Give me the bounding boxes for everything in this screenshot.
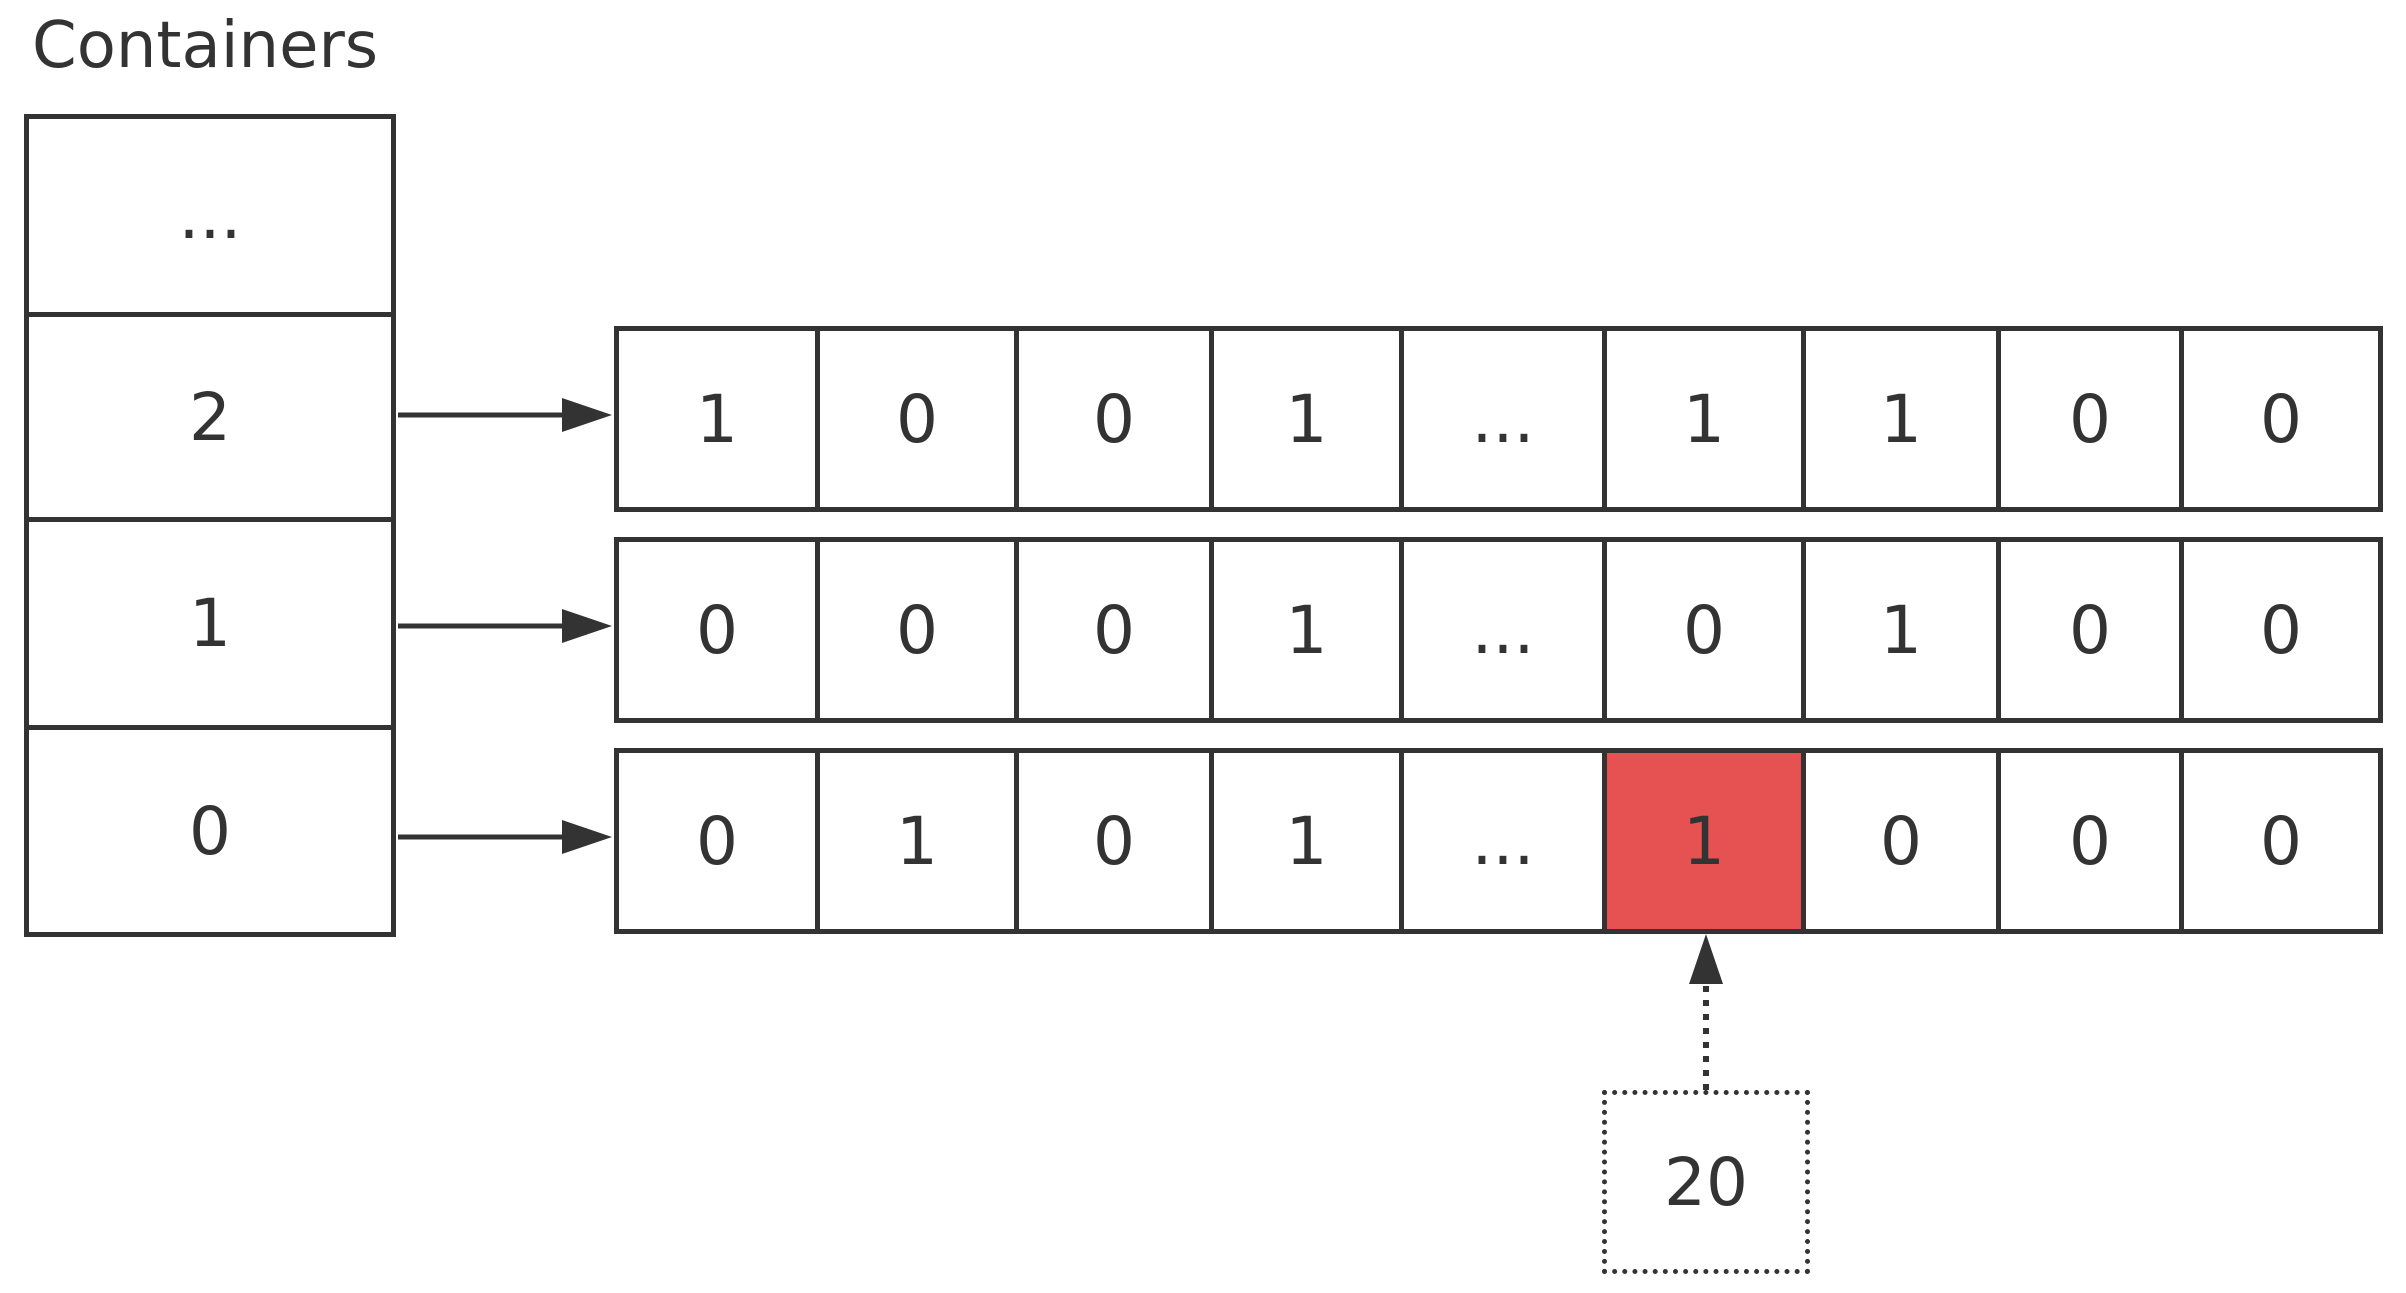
bit-cell: 0 [1996, 537, 2184, 723]
container-2-arrow [398, 398, 612, 432]
bit-cell: 1 [1801, 326, 2001, 512]
container-1-arrow [398, 609, 612, 643]
containers-stack: ... 2 1 0 [24, 114, 396, 937]
bit-cell: 0 [1014, 537, 1214, 723]
bit-cell: 1 [614, 326, 820, 512]
bit-cell: 1 [815, 748, 1019, 934]
container-cell-1: 1 [24, 517, 396, 730]
container-cell-0: 0 [24, 725, 396, 937]
bit-cell: 0 [2179, 748, 2383, 934]
bit-cell: 0 [815, 326, 1019, 512]
bit-cell: 0 [1996, 748, 2184, 934]
bit-cell: 1 [1209, 537, 1404, 723]
bit-cell: 0 [1014, 748, 1214, 934]
bit-cell: 0 [2179, 326, 2383, 512]
bit-cell: ... [1399, 326, 1607, 512]
bit-cell: 0 [815, 537, 1019, 723]
bit-cell: ... [1399, 537, 1607, 723]
bit-cell: 0 [2179, 537, 2383, 723]
bit-cell: 0 [1801, 748, 2001, 934]
bit-cell: 0 [1014, 326, 1214, 512]
bit-cell: ... [1399, 748, 1607, 934]
bit-cell: 1 [1209, 326, 1404, 512]
containers-title: Containers [32, 9, 379, 83]
bit-cell: 1 [1801, 537, 2001, 723]
bit-cell: 0 [1996, 326, 2184, 512]
index-pointer-arrow [1689, 934, 1723, 1090]
bit-cell: 1 [1602, 326, 1806, 512]
container-cell-2: 2 [24, 312, 396, 522]
bit-cell: 0 [1602, 537, 1806, 723]
bit-cell: 0 [614, 537, 820, 723]
index-value-box: 20 [1602, 1090, 1810, 1274]
container-cell-ellipsis: ... [24, 114, 396, 317]
bit-cell: 0 [614, 748, 820, 934]
highlighted-bit-cell: 1 [1602, 748, 1806, 934]
container-0-arrow [398, 820, 612, 854]
bit-cell: 1 [1209, 748, 1404, 934]
